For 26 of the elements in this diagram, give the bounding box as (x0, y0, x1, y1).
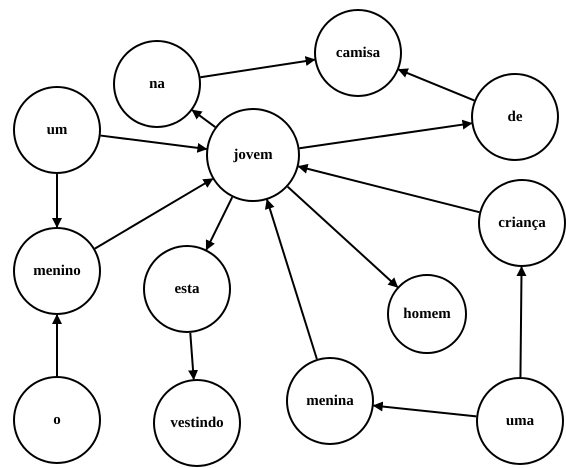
arrow (206, 196, 234, 250)
word-label: camisa (336, 44, 380, 63)
arrow (94, 178, 214, 250)
word-label: jovem (233, 146, 273, 165)
arrow (52, 174, 62, 228)
arrow (200, 56, 316, 78)
arrow (516, 266, 526, 378)
word-label: criança (498, 214, 546, 233)
arrow (100, 134, 208, 153)
word-label: esta (174, 280, 200, 299)
word-label: menina (306, 392, 354, 411)
arrow (372, 402, 476, 418)
word-label: de (508, 108, 522, 127)
arrow (287, 186, 398, 288)
arrow (188, 332, 198, 380)
arrow (299, 120, 472, 150)
word-label: na (149, 74, 165, 94)
word-label: o (53, 410, 61, 430)
word-label: homem (403, 304, 451, 324)
word-label: um (46, 120, 68, 140)
word-label: menino (33, 262, 81, 281)
arrow (398, 68, 475, 102)
arrow (52, 314, 62, 376)
word-label: uma (506, 412, 534, 431)
word-label: vestindo (170, 414, 224, 433)
arrow (192, 109, 216, 128)
